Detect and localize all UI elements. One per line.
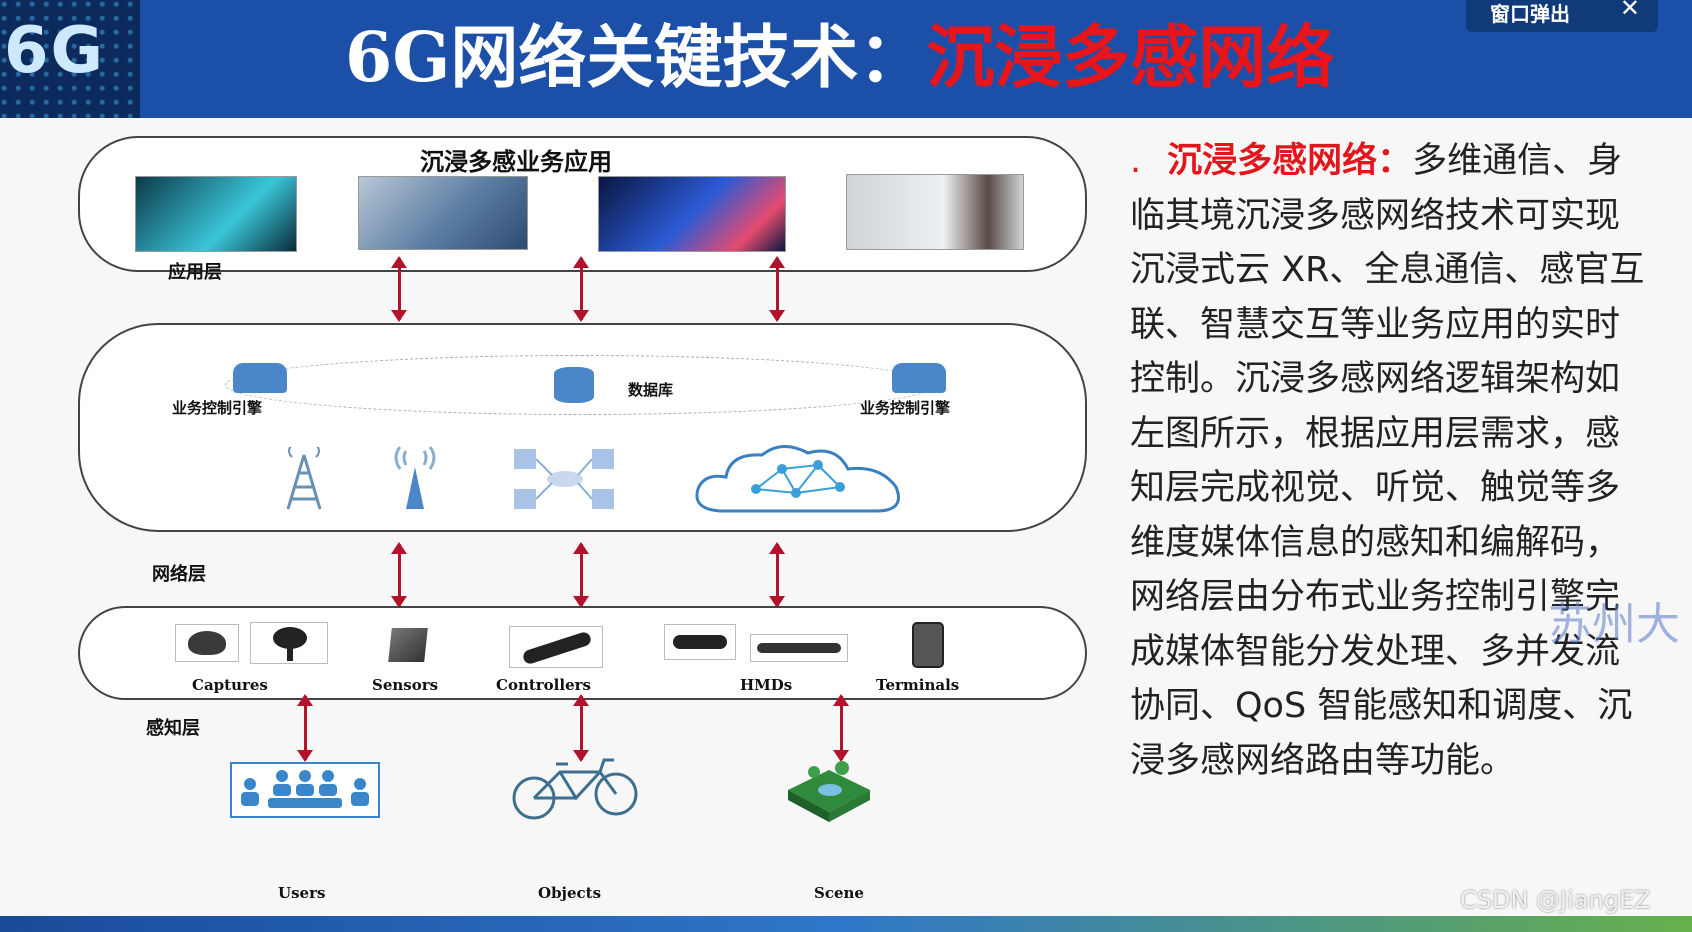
app-photo-vr-user (846, 174, 1024, 250)
arrow-net-sense-1 (391, 542, 407, 608)
device-label-terminals: Terminals (876, 676, 960, 694)
popout-button-label[interactable]: 窗口弹出 (1490, 2, 1570, 26)
device-label-captures: Captures (192, 676, 268, 694)
tower-icon (286, 447, 322, 510)
bicycle-icon (512, 758, 638, 820)
network-layer-label: 网络层 (152, 564, 206, 585)
slide-title: 6G网络关键技术：沉浸多感网络 (345, 10, 1334, 106)
description-lead: 沉浸多感网络： (1167, 141, 1413, 181)
bullet-marker: . (1130, 141, 1142, 181)
description-body: 多维通信、身临其境沉浸多感网络技术可实现沉浸式云 XR、全息通信、感官互联、智慧… (1130, 141, 1645, 781)
antenna-icon (394, 446, 436, 509)
app-photo-lab (358, 176, 528, 250)
target-label-scene: Scene (814, 884, 864, 902)
engine-right-icon (892, 363, 946, 393)
terminal-phone-icon (912, 622, 944, 668)
camera-dome-icon (175, 624, 239, 662)
title-part2: 沉浸多感网络 (926, 18, 1335, 98)
camera-tripod-icon (250, 622, 328, 664)
bottom-accent-bar (0, 916, 1692, 932)
sensing-layer-box: Captures Sensors Controllers HMDs Termin… (78, 606, 1087, 700)
target-label-users: Users (278, 884, 326, 902)
cloud-network-icon (695, 445, 900, 513)
scene-icon (788, 761, 870, 822)
slide-header: 6G 6G网络关键技术：沉浸多感网络 窗口弹出 ✕ (0, 0, 1692, 118)
csdn-watermark: CSDN @JiangEZ (1460, 886, 1651, 914)
arrow-sense-target-2 (573, 694, 589, 762)
engine-left-icon (233, 363, 287, 393)
application-layer-label: 应用层 (168, 262, 222, 283)
device-label-controllers: Controllers (496, 676, 591, 694)
device-label-hmds: HMDs (740, 676, 793, 694)
arrow-sense-target-1 (297, 694, 313, 762)
app-photo-neural (598, 176, 786, 252)
application-layer-title: 沉浸多感业务应用 (420, 148, 612, 176)
logo-text: 6G (4, 14, 106, 88)
arrow-app-net-2 (573, 256, 589, 322)
engine-right-label: 业务控制引擎 (860, 399, 951, 417)
slide-body: 沉浸多感业务应用 应用层 业务控制引擎 数据库 业务控制引擎 (0, 118, 1692, 916)
device-label-sensors: Sensors (372, 676, 439, 694)
description-paragraph: . 沉浸多感网络：多维通信、身临其境沉浸多感网络技术可实现沉浸式云 XR、全息通信… (1130, 134, 1650, 788)
title-part1: 6G网络关键技术： (345, 18, 927, 98)
school-watermark: 苏州大 (1548, 599, 1680, 650)
engine-left-label: 业务控制引擎 (172, 399, 263, 417)
arrow-app-net-1 (391, 256, 407, 322)
hmd-headset-icon (664, 624, 736, 660)
arrow-app-net-3 (769, 256, 785, 322)
database-label: 数据库 (628, 381, 674, 399)
network-layer-box: 业务控制引擎 数据库 业务控制引擎 (78, 323, 1087, 532)
popout-window-control[interactable]: 窗口弹出 ✕ (1466, 0, 1658, 32)
sensing-layer-label: 感知层 (146, 718, 200, 739)
arrow-sense-target-3 (833, 694, 849, 762)
target-label-objects: Objects (538, 884, 602, 902)
network-switch-icon (514, 449, 614, 509)
app-photo-hologram (135, 176, 297, 252)
logo-dots-decoration (0, 0, 140, 118)
database-icon (554, 367, 594, 403)
application-layer-box: 沉浸多感业务应用 (78, 136, 1087, 272)
arrow-net-sense-3 (769, 542, 785, 608)
sensor-icon (388, 628, 428, 662)
hmd-glasses-icon (750, 634, 848, 662)
controller-icon (509, 626, 603, 668)
logo-6g: 6G (0, 0, 140, 118)
close-icon[interactable]: ✕ (1619, 0, 1640, 22)
arrow-net-sense-2 (573, 542, 589, 608)
users-icon (230, 762, 380, 818)
